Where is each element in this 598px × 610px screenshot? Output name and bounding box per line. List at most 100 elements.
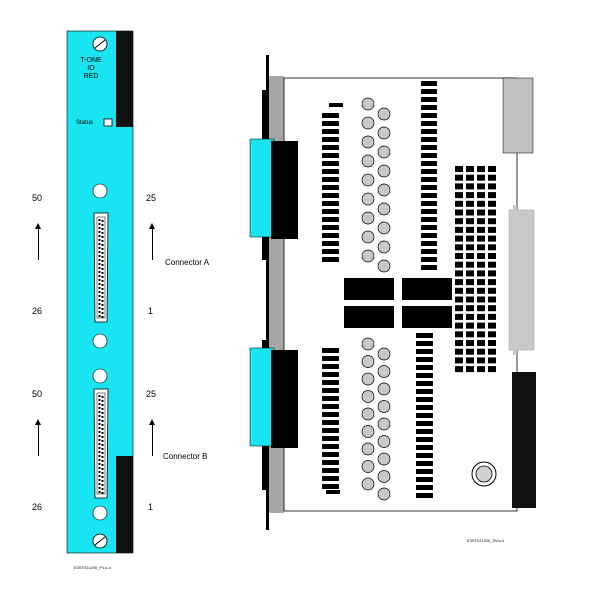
resistor-array-cell	[488, 226, 496, 233]
connector-pin	[98, 395, 101, 397]
connector-pin	[98, 255, 101, 257]
resistor-array-cell	[455, 192, 463, 199]
connector-pin	[101, 412, 104, 414]
resistor-array-cell	[466, 313, 474, 320]
connector-pin	[98, 243, 101, 245]
connector-pin	[101, 304, 104, 306]
connector-b-left-arrow	[35, 419, 41, 456]
connector-pin	[101, 452, 104, 454]
connector-pin	[98, 399, 101, 401]
connector-pin	[101, 476, 104, 478]
capacitor	[377, 435, 391, 448]
connector-pin	[101, 252, 104, 254]
capacitor	[361, 407, 375, 421]
resistor	[322, 356, 339, 361]
capacitor	[377, 400, 391, 413]
resistor-array-cell	[455, 305, 463, 312]
resistor	[322, 364, 339, 369]
resistor	[322, 396, 339, 401]
rear-connector-grey-middle	[508, 209, 535, 351]
connector-a-pin-25: 25	[146, 193, 157, 203]
connector-pin	[98, 267, 101, 269]
resistor-array-cell	[455, 279, 463, 286]
connector-b-front	[93, 388, 109, 499]
screw-bottom	[92, 533, 108, 549]
connector-a-pin-26: 26	[32, 306, 43, 316]
resistor	[322, 348, 339, 353]
connector-pin	[101, 312, 104, 314]
resistor	[416, 357, 433, 362]
resistor-array-cell	[477, 166, 485, 172]
connector-pin	[98, 451, 101, 453]
resistor-array-cell	[455, 287, 463, 294]
resistor	[322, 436, 339, 441]
resistor-array-cell	[488, 209, 496, 216]
resistor-array-cell	[455, 348, 463, 355]
connector-pin	[101, 492, 104, 494]
connector-pin	[101, 440, 104, 442]
connector-pin	[98, 291, 101, 293]
connector-pin	[98, 235, 101, 237]
connector-pin	[101, 228, 104, 230]
connector-b-pin-50: 50	[32, 389, 43, 399]
connector-pin	[101, 468, 104, 470]
resistor-array-cell	[466, 235, 474, 242]
resistor-array-cell	[477, 348, 485, 355]
capacitor	[377, 107, 391, 121]
connector-b-pin-25: 25	[146, 389, 157, 399]
resistor	[421, 97, 437, 102]
screw-top	[92, 36, 108, 52]
connector-pin	[101, 400, 104, 402]
front-panel-black-strip-bottom	[116, 456, 133, 553]
connector-pin	[101, 488, 104, 490]
resistor	[322, 452, 339, 457]
resistor	[421, 145, 437, 150]
connector-b-pin-26: 26	[32, 502, 43, 512]
resistor-array-cell	[477, 226, 485, 233]
capacitor	[361, 337, 375, 351]
resistor-array-cell	[455, 357, 463, 364]
resistor	[322, 113, 339, 118]
resistor-array-cell	[477, 200, 485, 207]
capacitor	[361, 425, 375, 438]
resistor-array-cell	[488, 296, 496, 303]
resistor	[322, 404, 339, 409]
resistor-array-cell	[488, 218, 496, 225]
connector-pin	[98, 471, 101, 473]
resistor	[329, 103, 343, 107]
connector-b-right-arrow	[149, 419, 155, 456]
resistor-array-cell	[488, 322, 496, 329]
resistor-array-cell	[466, 322, 474, 329]
connector-b-pin-1: 1	[148, 502, 154, 512]
resistor	[322, 153, 339, 158]
resistor-array-cell	[477, 296, 485, 303]
connector-pin	[98, 411, 101, 413]
resistor-array-cell	[477, 357, 485, 364]
resistor-array-cell	[455, 209, 463, 216]
connector-pin	[101, 416, 104, 418]
resistor-array-cell	[477, 209, 485, 216]
connector-b-face	[249, 347, 275, 447]
bracket-edge	[266, 55, 269, 530]
resistor	[322, 217, 339, 222]
resistor-array-cell	[466, 253, 474, 259]
resistor-array-cell	[477, 287, 485, 294]
resistor-array-cell	[488, 244, 496, 251]
resistor-array-cell	[455, 253, 463, 259]
resistor-array-cell	[466, 331, 474, 338]
resistor	[421, 265, 437, 270]
connector-pin	[101, 464, 104, 466]
resistor-array-cell	[455, 313, 463, 320]
resistor-array-cell	[455, 174, 463, 181]
resistor	[322, 428, 339, 433]
connector-a-front	[93, 212, 109, 323]
connector-pin	[101, 436, 104, 438]
connector-pin	[101, 396, 104, 398]
resistor	[322, 444, 339, 449]
connector-pin	[101, 480, 104, 482]
resistor-array-cell	[488, 174, 496, 181]
connector-pin	[101, 264, 104, 266]
ic-chip	[402, 306, 452, 328]
resistor	[322, 420, 339, 425]
